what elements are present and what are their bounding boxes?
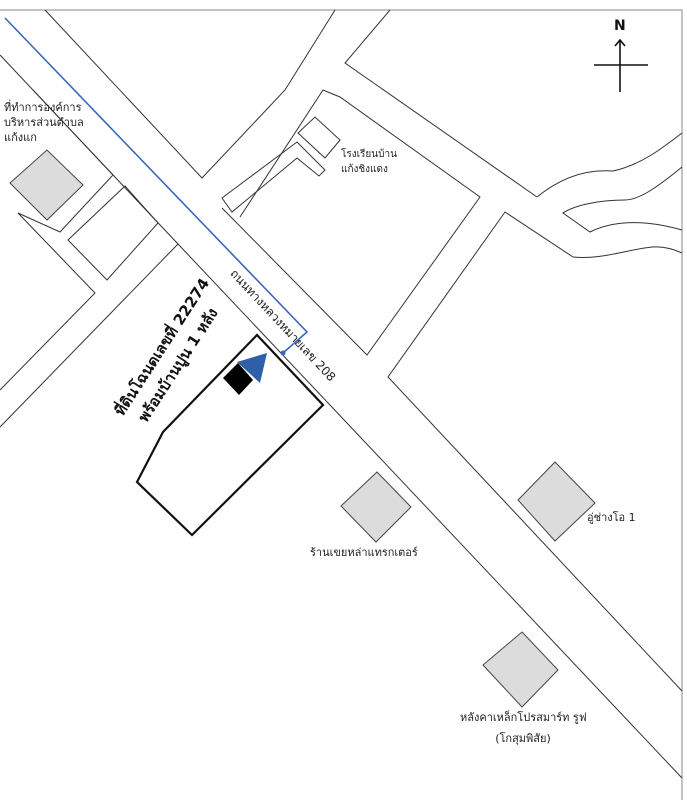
main-road-edge <box>44 9 336 179</box>
sao-label-line: บริหารส่วนตำบล <box>4 116 84 129</box>
sao-label-line: แก้งแก <box>4 131 37 144</box>
east-road-edge <box>562 166 683 233</box>
house-icon <box>223 363 253 395</box>
roof-shop-label-line: หลังคาเหล็กโปรสมาร์ท รูฟ <box>460 711 587 724</box>
garage-label: อู่ช่างโอ 1 <box>587 511 636 524</box>
school-label-line: แก้งชิงแดง <box>341 164 388 175</box>
east-road-edge <box>572 246 683 259</box>
main-road-edge <box>387 211 683 692</box>
school-label: โรงเรียนบ้าน แก้งชิงแดง <box>341 147 397 177</box>
west-road-edge <box>0 212 96 391</box>
tractor-shop-building <box>340 471 412 543</box>
garage-building <box>517 461 596 542</box>
sao-label: ที่ทำการองค์การ บริหารส่วนตำบล แก้งแก <box>4 100 84 145</box>
route-line <box>4 17 309 354</box>
roof-shop-label-line: (โกสุมพิสัย) <box>495 732 551 745</box>
school-strip <box>221 141 326 213</box>
east-road-edge <box>536 132 683 198</box>
west-road-edge <box>0 243 179 428</box>
route-end-dot <box>280 350 286 356</box>
compass-north-label: N <box>614 18 626 34</box>
compass-icon <box>594 38 648 92</box>
school-building <box>297 116 341 159</box>
sao-label-line: ที่ทำการองค์การ <box>4 101 82 114</box>
parcel <box>67 185 159 281</box>
roof-shop-building <box>482 631 559 708</box>
main-road-edge <box>344 9 538 198</box>
sao-building <box>9 149 84 221</box>
arrow-icon <box>237 353 267 383</box>
school-label-line: โรงเรียนบ้าน <box>341 149 397 160</box>
tractor-shop-label: ร้านเขยหล่าแทรกเตอร์ <box>310 546 418 559</box>
map-frame <box>0 9 683 800</box>
main-road-edge <box>221 89 481 356</box>
parcel-edge <box>17 89 114 233</box>
roof-shop-label: หลังคาเหล็กโปรสมาร์ท รูฟ (โกสุมพิสัย) <box>460 710 587 746</box>
land-plot <box>135 333 325 537</box>
